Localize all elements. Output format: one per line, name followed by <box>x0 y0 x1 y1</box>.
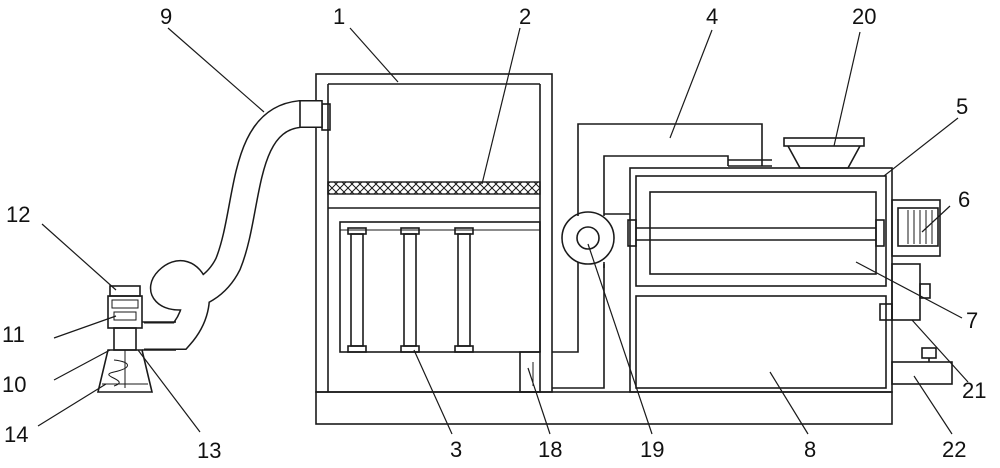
label-4: 4 <box>706 4 718 29</box>
side-stand <box>891 347 953 385</box>
label-9: 9 <box>160 4 172 29</box>
label-18: 18 <box>538 437 562 462</box>
base-plate <box>315 391 893 425</box>
label-6: 6 <box>958 187 970 212</box>
label-5: 5 <box>956 94 968 119</box>
label-22: 22 <box>942 437 966 462</box>
leader-lines <box>37 27 969 435</box>
label-8: 8 <box>804 437 816 462</box>
air-duct <box>552 123 772 389</box>
feed-hopper <box>783 137 865 169</box>
motor <box>891 199 941 257</box>
fan-unit <box>561 211 630 265</box>
filter-tubes <box>339 221 541 353</box>
part-labels: 1 2 3 4 5 6 7 8 9 10 11 12 13 14 18 19 2… <box>2 4 986 463</box>
drying-housing <box>629 167 893 393</box>
label-21: 21 <box>962 378 986 403</box>
suction-nozzle <box>96 285 176 393</box>
control-box <box>879 263 931 321</box>
label-7: 7 <box>966 308 978 333</box>
flexible-hose <box>144 100 323 350</box>
label-20: 20 <box>852 4 876 29</box>
label-10: 10 <box>2 372 26 397</box>
drain-box <box>519 351 541 393</box>
label-3: 3 <box>450 437 462 462</box>
drying-drum <box>627 191 885 275</box>
filter-screen <box>327 181 541 209</box>
label-2: 2 <box>519 4 531 29</box>
label-11: 11 <box>2 322 25 347</box>
label-13: 13 <box>197 438 221 463</box>
label-1: 1 <box>333 4 345 29</box>
label-19: 19 <box>640 437 664 462</box>
label-14: 14 <box>4 422 28 447</box>
label-12: 12 <box>6 202 30 227</box>
